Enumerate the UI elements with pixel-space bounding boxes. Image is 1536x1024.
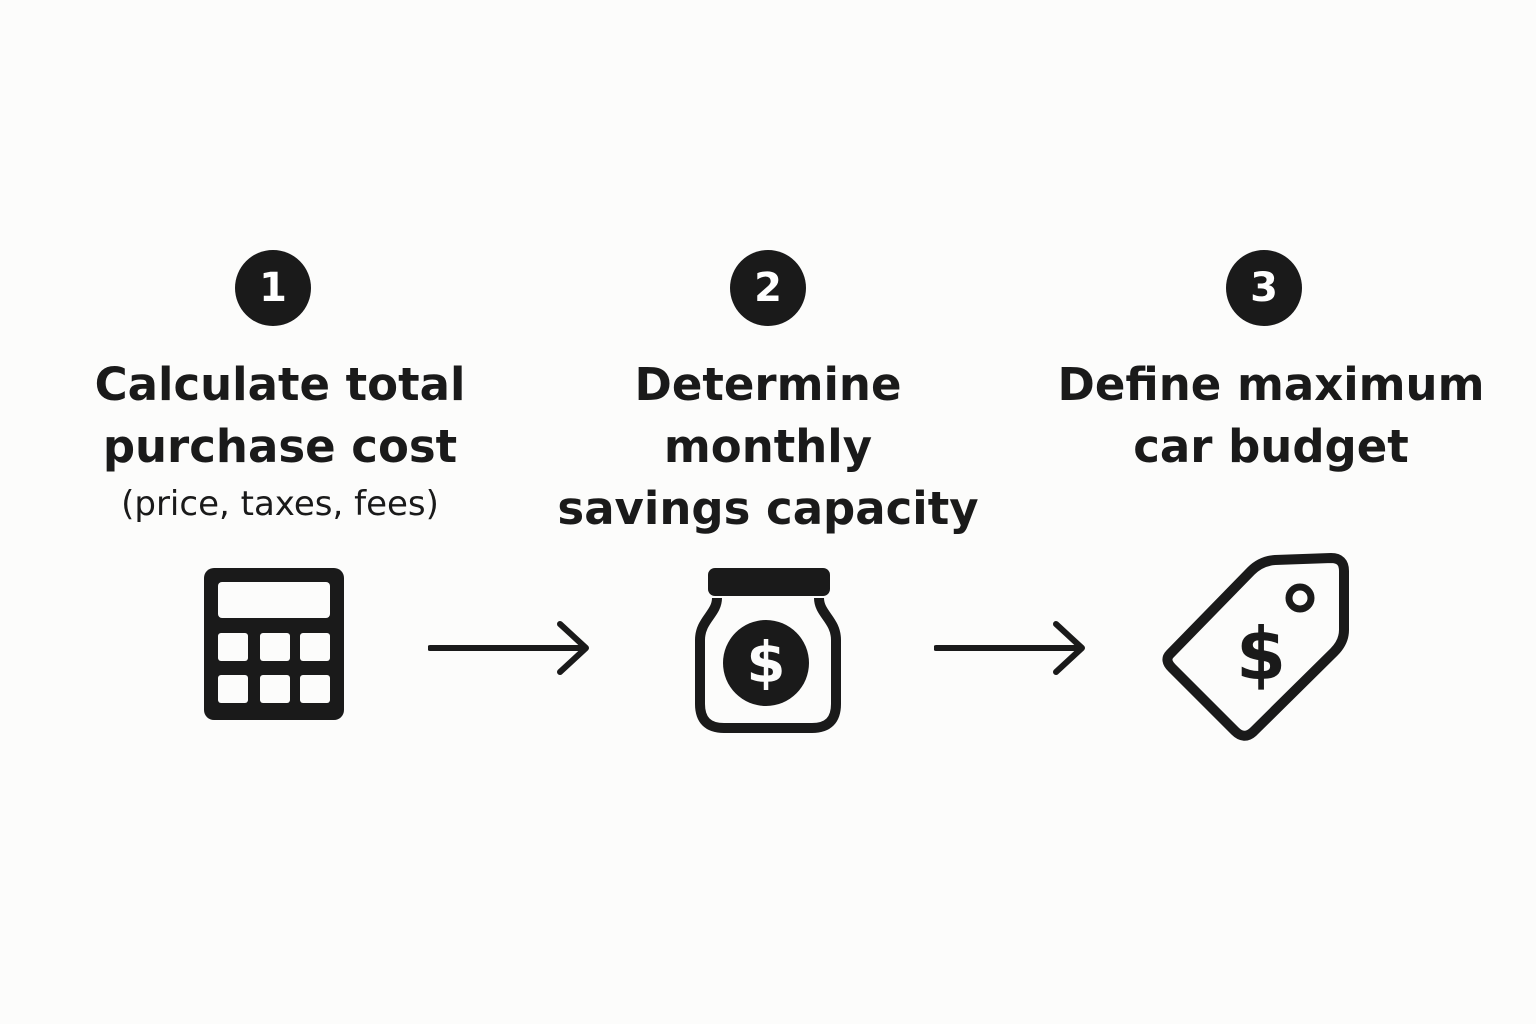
step-3: 3 Define maximum car budget $ (1041, 0, 1501, 1024)
dollar-sign-glyph: $ (1236, 612, 1286, 696)
step-number-badge: 2 (730, 250, 806, 326)
step-title-line: monthly (663, 420, 873, 473)
arrow-right-icon (934, 621, 1085, 675)
step-number-badge: 3 (1226, 250, 1302, 326)
step-number: 1 (259, 265, 287, 311)
step-subtitle: (price, taxes, fees) (121, 484, 439, 524)
calculator-icon (204, 568, 344, 720)
step-title: Define maximum car budget (1041, 354, 1501, 478)
arrow-right-icon (428, 621, 589, 675)
step-title-line: Determine (634, 358, 902, 411)
step-title-line: savings capacity (557, 482, 979, 535)
step-number: 3 (1250, 265, 1278, 311)
step-title-line: car budget (1133, 420, 1409, 473)
step-title-line: Calculate total (94, 358, 466, 411)
step-2: 2 Determine monthly savings capacity $ (538, 0, 998, 1024)
step-title-line: purchase cost (102, 420, 458, 473)
dollar-sign-glyph: $ (747, 631, 786, 696)
step-number: 2 (754, 265, 782, 311)
step-1: 1 Calculate total purchase cost (price, … (50, 0, 510, 1024)
step-title: Calculate total purchase cost (50, 354, 510, 478)
step-title-line: Define maximum (1057, 358, 1485, 411)
money-jar-icon: $ (695, 568, 841, 733)
price-tag-icon: $ (1162, 553, 1349, 741)
step-title: Determine monthly savings capacity (538, 354, 998, 540)
step-number-badge: 1 (235, 250, 311, 326)
